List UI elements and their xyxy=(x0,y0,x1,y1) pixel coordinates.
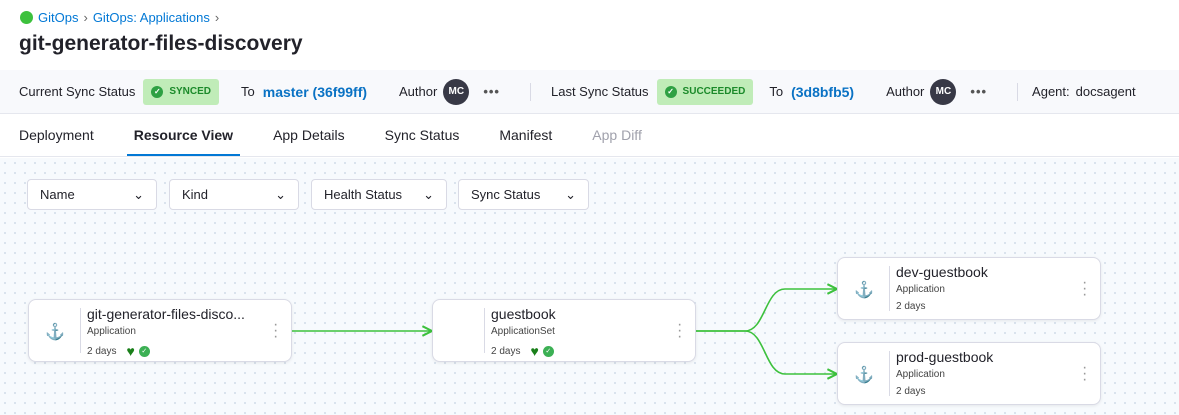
edge xyxy=(696,289,837,332)
check-icon: ✓ xyxy=(664,85,677,98)
tab-manifest[interactable]: Manifest xyxy=(499,127,553,143)
avatar: MC xyxy=(930,78,957,105)
node-kind: Application xyxy=(87,326,136,337)
filter-health-status[interactable]: Health Status ⌄ xyxy=(311,179,447,210)
resource-graph[interactable]: Name⌄ Kind⌄ Health Status⌄ Sync Status⌄ … xyxy=(0,158,1179,415)
node-dev-guestbook[interactable]: ⚓ dev-guestbook Application 2 days ··· xyxy=(837,257,1101,320)
to-label: To xyxy=(241,84,255,99)
tab-deployment[interactable]: Deployment xyxy=(19,127,94,143)
node-age: 2 days xyxy=(896,386,926,397)
tab-bar: Deployment Resource View App Details Syn… xyxy=(0,114,1179,157)
node-name: prod-guestbook xyxy=(896,349,994,365)
filter-kind[interactable]: Kind ⌄ xyxy=(169,179,299,210)
chevron-right-icon: › xyxy=(83,10,88,25)
tab-resource-view[interactable]: Resource View xyxy=(126,114,241,156)
chevron-down-icon: ⌄ xyxy=(565,186,576,202)
application-icon: ⚓ xyxy=(45,324,65,341)
filter-label: Kind xyxy=(182,187,209,202)
node-git-generator-files-discovery[interactable]: ⚓ git-generator-files-disco... Applicati… xyxy=(28,299,292,362)
author-label: Author xyxy=(886,84,925,99)
node-menu-icon[interactable]: ··· xyxy=(1082,274,1088,303)
node-kind: Application xyxy=(896,284,945,295)
synced-text: SYNCED xyxy=(169,86,212,97)
node-name: guestbook xyxy=(491,306,556,322)
healthy-heart-icon: ♥ xyxy=(126,343,135,359)
filter-label: Name xyxy=(40,187,75,202)
node-age: 2 days xyxy=(87,345,117,357)
agent-label: Agent: xyxy=(1032,84,1070,99)
gitops-logo-icon xyxy=(20,11,33,24)
node-age: 2 days xyxy=(491,345,521,357)
filter-sync-status[interactable]: Sync Status ⌄ xyxy=(458,179,589,210)
synced-check-icon: ✓ xyxy=(138,345,150,357)
current-ref-link[interactable]: master (36f99ff) xyxy=(262,83,368,100)
current-sync-label: Current Sync Status xyxy=(19,84,136,99)
node-kind: ApplicationSet xyxy=(491,326,555,337)
node-name: git-generator-files-disco... xyxy=(87,306,245,322)
sync-status-bar: Current Sync Status ✓ SYNCED To master (3… xyxy=(0,70,1179,114)
breadcrumb-applications[interactable]: GitOps: Applications xyxy=(92,10,210,25)
node-prod-guestbook[interactable]: ⚓ prod-guestbook Application 2 days ··· xyxy=(837,342,1101,405)
edge xyxy=(696,330,837,374)
check-icon: ✓ xyxy=(151,85,164,98)
divider xyxy=(1017,82,1019,101)
author-label: Author xyxy=(399,84,438,99)
divider xyxy=(529,82,531,101)
more-icon[interactable]: ••• xyxy=(483,84,500,99)
node-menu-icon[interactable]: ··· xyxy=(273,316,279,345)
last-sync-label: Last Sync Status xyxy=(550,84,649,99)
synced-check-icon: ✓ xyxy=(542,345,554,357)
tab-app-diff: App Diff xyxy=(592,127,642,143)
to-label: To xyxy=(769,84,784,99)
tab-sync-status[interactable]: Sync Status xyxy=(384,127,460,143)
application-icon: ⚓ xyxy=(854,282,874,299)
node-guestbook[interactable]: guestbook ApplicationSet 2 days ♥✓ ··· xyxy=(432,299,696,362)
succeeded-text: SUCCEEDED xyxy=(682,86,746,97)
chevron-down-icon: ⌄ xyxy=(133,186,144,202)
page-title: git-generator-files-discovery xyxy=(19,32,303,55)
filter-name[interactable]: Name ⌄ xyxy=(27,179,157,210)
breadcrumb: GitOps › GitOps: Applications › xyxy=(20,10,219,25)
breadcrumb-gitops[interactable]: GitOps xyxy=(38,10,79,25)
last-ref-link[interactable]: (3d8bfb5) xyxy=(791,83,855,100)
avatar: MC xyxy=(443,78,470,105)
node-age: 2 days xyxy=(896,301,926,312)
node-menu-icon[interactable]: ··· xyxy=(677,316,683,345)
chevron-down-icon: ⌄ xyxy=(423,186,434,202)
chevron-down-icon: ⌄ xyxy=(275,186,286,202)
graph-edges xyxy=(292,158,1179,415)
node-menu-icon[interactable]: ··· xyxy=(1082,359,1088,388)
filter-label: Sync Status xyxy=(471,187,541,202)
node-kind: Application xyxy=(896,369,945,380)
filter-label: Health Status xyxy=(324,187,403,202)
node-name: dev-guestbook xyxy=(896,264,988,280)
succeeded-badge: ✓ SUCCEEDED xyxy=(656,78,754,105)
tab-app-details[interactable]: App Details xyxy=(273,127,345,143)
application-icon: ⚓ xyxy=(854,367,874,384)
more-icon[interactable]: ••• xyxy=(970,84,988,99)
agent-value: docsagent xyxy=(1075,84,1136,99)
healthy-heart-icon: ♥ xyxy=(530,343,539,359)
chevron-right-icon: › xyxy=(214,10,220,25)
synced-badge: ✓ SYNCED xyxy=(143,78,220,105)
